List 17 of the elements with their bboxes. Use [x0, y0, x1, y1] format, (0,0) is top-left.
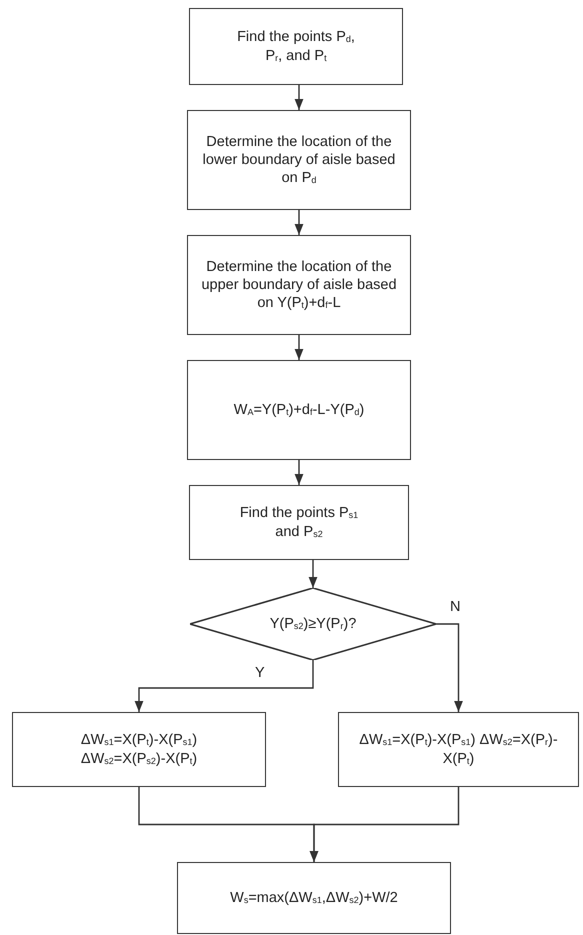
process-box: [189, 485, 409, 560]
process-box: [189, 8, 403, 85]
process-box: [12, 712, 266, 787]
arrow: [294, 335, 304, 360]
arrow: [436, 623, 463, 712]
process-box: [187, 360, 411, 460]
process-box: [177, 862, 451, 934]
arrow: [294, 460, 304, 485]
process-box: [187, 110, 411, 210]
arrow: [310, 787, 460, 862]
arrow: [134, 660, 314, 712]
decision-diamond: [190, 588, 436, 660]
process-box: [338, 712, 579, 787]
arrow: [294, 210, 304, 235]
process-box: [187, 235, 411, 335]
arrow: [308, 560, 318, 588]
arrow: [294, 85, 304, 110]
